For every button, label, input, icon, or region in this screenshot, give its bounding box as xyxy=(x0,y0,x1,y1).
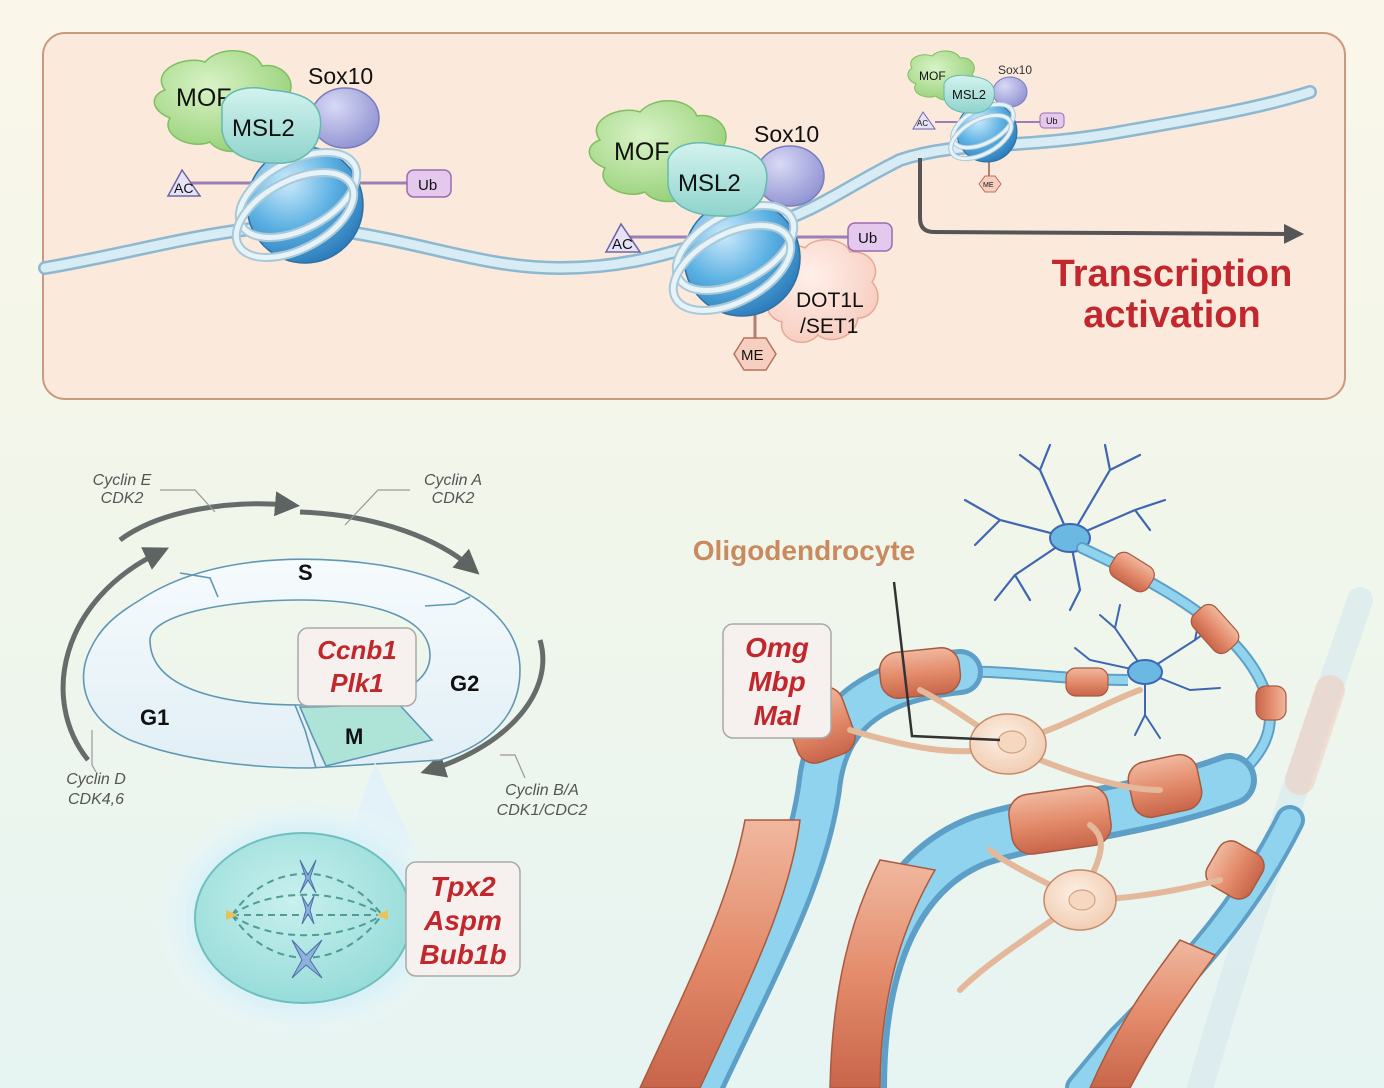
myelin-segment xyxy=(1190,603,1240,655)
myelin-segment xyxy=(1089,939,1217,1088)
methylation-mark xyxy=(733,337,777,371)
acetylation-mark xyxy=(166,168,202,197)
myelin-segment xyxy=(1008,785,1112,855)
dot1l-label-line2: /SET1 xyxy=(800,315,858,338)
msl2-label: MSL2 xyxy=(232,115,295,142)
acetylation-mark xyxy=(604,222,642,253)
me-label: ME xyxy=(983,182,994,189)
sox10-label: Sox10 xyxy=(308,63,373,89)
cdk2-e-label: CDK2 xyxy=(101,490,144,507)
ac-label: AC xyxy=(917,119,928,128)
cyclin-ba-label: Cyclin B/A xyxy=(505,782,579,799)
dot1l-label-line1: DOT1L xyxy=(796,289,864,312)
ub-label: Ub xyxy=(858,230,877,247)
methylation-mark xyxy=(978,175,1002,193)
gene-plk1: Plk1 xyxy=(330,668,384,698)
oligodendrocyte-pointer xyxy=(892,581,1001,742)
msl2-label: MSL2 xyxy=(952,87,986,102)
ac-label: AC xyxy=(612,236,633,253)
centrosome-right xyxy=(376,910,388,920)
ub-label: Ub xyxy=(418,177,437,194)
transcription-activation-line2: activation xyxy=(1083,294,1260,336)
ubiquitin-mark xyxy=(847,222,893,252)
neuron-top xyxy=(963,443,1167,612)
msl2-protein xyxy=(221,87,322,164)
nucleosome-2: MOF Sox10 DOT1L /SET1 AC Ub ME MSL2 xyxy=(588,99,893,371)
gene-tpx2: Tpx2 xyxy=(430,871,496,902)
oligodendrocyte-gene-box xyxy=(722,623,832,739)
cdk1-label: CDK1/CDC2 xyxy=(497,802,588,819)
oligodendrocyte-illustration: Oligodendrocyte Omg Mbp Mal xyxy=(639,443,1373,1088)
gene-aspm: Aspm xyxy=(423,905,502,936)
m-arrow xyxy=(420,639,546,778)
phase-g2: G2 xyxy=(450,671,479,696)
transcription-activation-line1: Transcription xyxy=(1052,253,1293,295)
g2-arrow xyxy=(299,509,480,575)
myelin-segment xyxy=(1109,551,1155,593)
nucleosome-1: MOF Sox10 AC Ub MSL2 xyxy=(153,49,452,264)
sox10-label: Sox10 xyxy=(998,63,1032,77)
gene-omg: Omg xyxy=(745,632,809,663)
myelin-segment xyxy=(639,819,801,1088)
cdk46-label: CDK4,6 xyxy=(68,791,124,808)
gene-mal: Mal xyxy=(754,700,802,731)
mof-label: MOF xyxy=(614,138,670,166)
ubiquitin-mark xyxy=(1039,112,1065,129)
cycle-ring xyxy=(82,558,521,769)
cyclin-e-label: Cyclin E xyxy=(93,472,152,489)
phase-m: M xyxy=(345,724,363,749)
ac-label: AC xyxy=(174,180,193,196)
myelin-segment xyxy=(1255,685,1287,721)
acetylation-mark xyxy=(912,111,936,130)
neuron-middle-soma xyxy=(1127,659,1163,685)
phase-g1: G1 xyxy=(140,705,169,730)
gene-ccnb1: Ccnb1 xyxy=(317,635,396,665)
g1-arrow xyxy=(60,547,170,762)
cyclin-a-label: Cyclin A xyxy=(424,472,482,489)
cyclin-d-label: Cyclin D xyxy=(66,771,126,788)
gene-mbp: Mbp xyxy=(748,666,806,697)
myelin-segment xyxy=(1127,753,1203,819)
nucleosome-3: MOF Sox10 AC Ub ME MSL2 xyxy=(907,50,1065,193)
s-arrow xyxy=(118,491,300,543)
mitosis-gene-box xyxy=(405,861,521,977)
sox10-label: Sox10 xyxy=(754,121,819,147)
ubiquitin-mark xyxy=(406,169,452,198)
msl2-protein xyxy=(667,142,768,217)
g2m-gene-box xyxy=(297,627,417,707)
transcription-arrow xyxy=(918,158,1304,244)
cdk2-a-label: CDK2 xyxy=(432,490,475,507)
chromosomes xyxy=(291,859,323,979)
myelin-segment xyxy=(1065,667,1109,697)
sox10-protein xyxy=(310,87,380,149)
myelin-segment xyxy=(1205,840,1265,900)
cell-cycle-diagram: S G2 M G1 Cyclin E CDK2 Cyclin A CDK2 Cy… xyxy=(60,472,588,1036)
ub-label: Ub xyxy=(1046,116,1058,126)
myelin-segment xyxy=(878,646,962,700)
gene-bub1b: Bub1b xyxy=(419,939,506,970)
myelin-segment xyxy=(829,859,937,1088)
me-label: ME xyxy=(741,347,764,364)
mof-label: MOF xyxy=(919,69,946,83)
msl2-protein xyxy=(943,74,995,114)
oligodendrocyte-nucleus xyxy=(997,730,1027,754)
chromatin-panel: MOF Sox10 AC Ub MSL2 MOF Sox10 DOT1L /SE… xyxy=(38,32,1346,400)
centrosome-left xyxy=(226,910,238,920)
phase-s: S xyxy=(298,560,313,585)
msl2-label: MSL2 xyxy=(678,170,741,197)
oligodendrocyte-title: Oligodendrocyte xyxy=(693,535,915,566)
